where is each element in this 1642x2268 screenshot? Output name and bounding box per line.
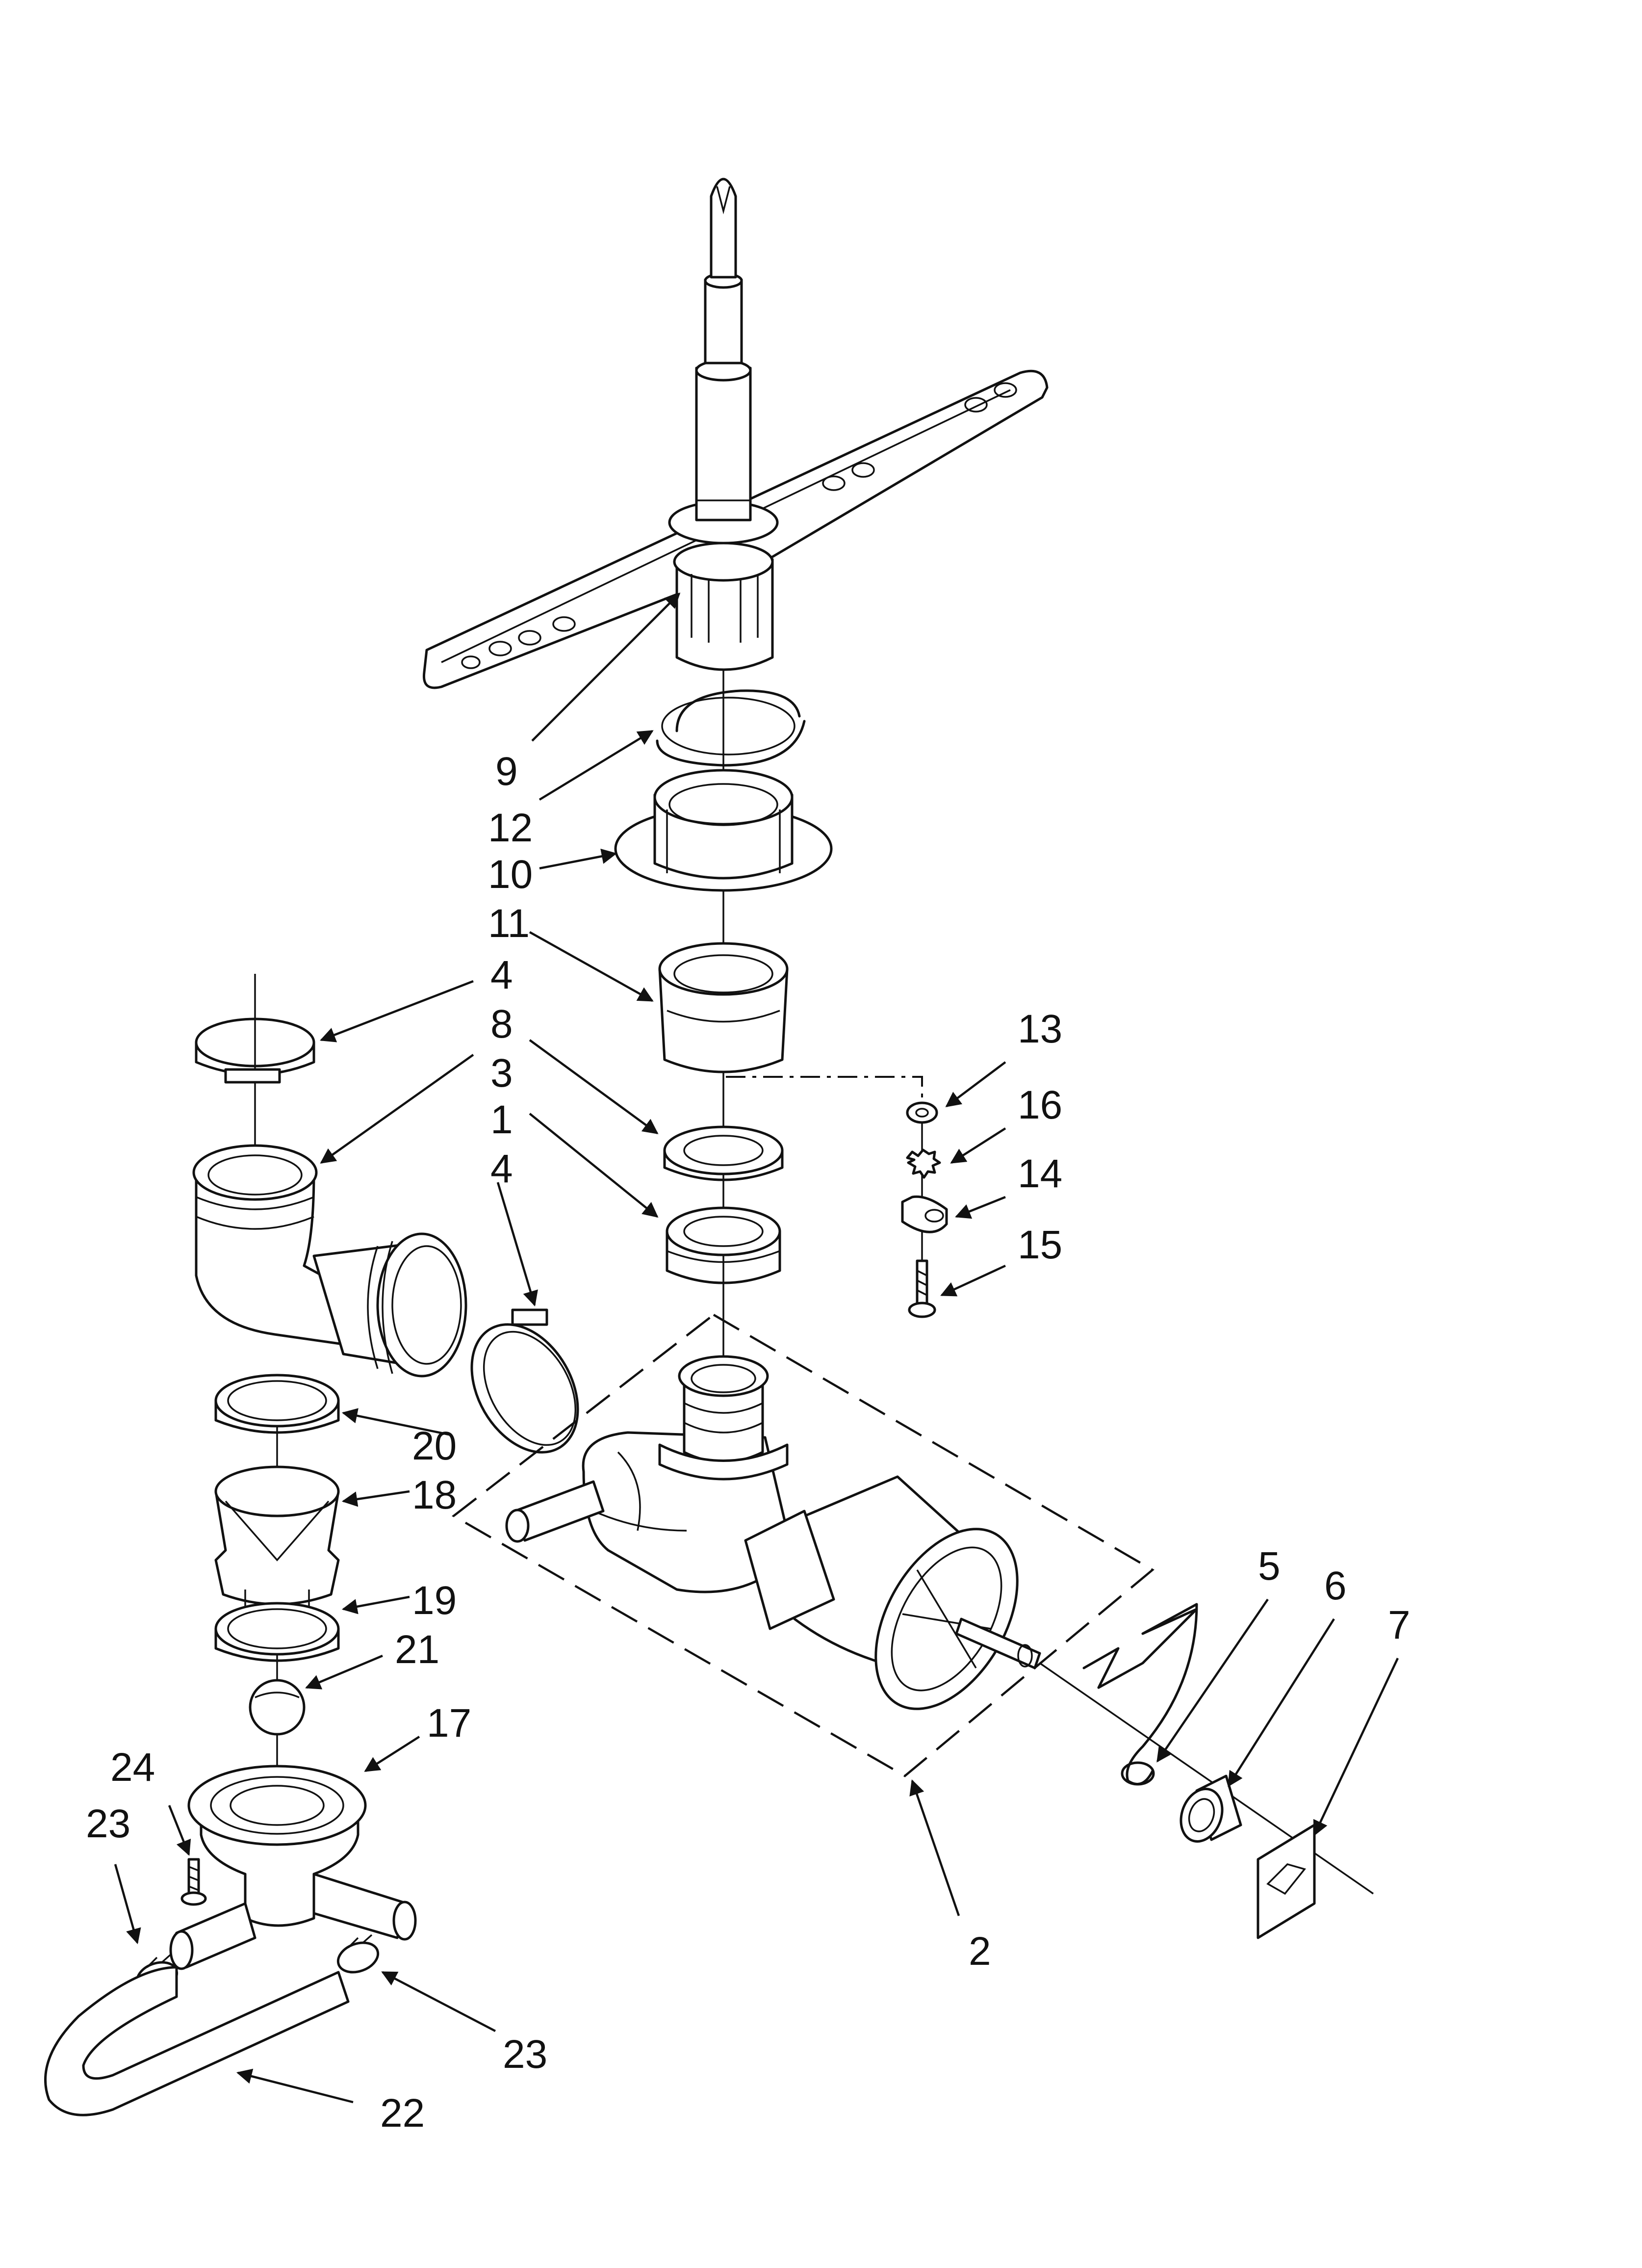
nut-13 — [906, 1101, 938, 1124]
callout-8: 8 — [490, 1002, 513, 1046]
callout-11: 11 — [488, 901, 530, 946]
callout-3: 3 — [490, 1051, 513, 1095]
callout-1: 1 — [490, 1097, 513, 1142]
check-ball — [249, 1679, 306, 1736]
hose-clamp-lower — [470, 1308, 579, 1454]
callout-22: 22 — [380, 2091, 425, 2136]
lock-washer-16 — [906, 1148, 941, 1179]
bearing-cup — [658, 942, 789, 1073]
callout-21: 21 — [395, 1627, 439, 1672]
filter-ring-lower — [214, 1602, 340, 1662]
callout-4-lower: 4 — [490, 1147, 513, 1191]
callout-18: 18 — [412, 1473, 457, 1517]
fastener-stack — [901, 1101, 948, 1318]
callout-16: 16 — [1018, 1083, 1062, 1127]
callout-23-right: 23 — [503, 2032, 547, 2077]
snap-ring — [656, 689, 806, 767]
callout-19: 19 — [412, 1578, 457, 1623]
callout-24: 24 — [110, 1745, 155, 1790]
hose-clamp-right — [336, 1934, 380, 1974]
seal — [663, 1125, 784, 1181]
callout-4-upper: 4 — [490, 953, 513, 997]
filter-cone — [214, 1465, 340, 1614]
mounting-nut — [614, 769, 833, 892]
callout-10: 10 — [488, 852, 533, 897]
grommet — [666, 1206, 781, 1284]
callout-23-left: 23 — [86, 1801, 130, 1846]
callout-13: 13 — [1018, 1007, 1062, 1051]
callout-15: 15 — [1018, 1223, 1062, 1267]
callout-7: 7 — [1388, 1603, 1411, 1647]
clamp-14 — [901, 1195, 948, 1233]
sump-housing — [169, 1765, 417, 1970]
pump-motor-assembly — [451, 1313, 1374, 1895]
callout-2: 2 — [969, 1929, 991, 1974]
callout-9: 9 — [495, 749, 518, 794]
callout-12: 12 — [488, 806, 533, 850]
fastener-reference-line — [726, 1076, 923, 1104]
end-plug — [1180, 1774, 1242, 1843]
gasket-plate — [1257, 1824, 1316, 1939]
drain-hose — [44, 1966, 350, 2116]
elbow-hose — [192, 1144, 467, 1378]
spring-clip — [1082, 1603, 1198, 1786]
callout-5: 5 — [1258, 1544, 1281, 1589]
callout-17: 17 — [427, 1701, 471, 1746]
callout-20: 20 — [412, 1424, 457, 1468]
callout-labels: 9 12 10 11 4 8 3 1 4 13 16 14 15 20 18 1… — [86, 749, 1411, 2136]
callout-6: 6 — [1324, 1564, 1347, 1608]
callout-14: 14 — [1018, 1151, 1062, 1196]
spray-arm-assembly — [422, 178, 1049, 1462]
leader-lines — [114, 592, 1399, 2104]
screw-24 — [180, 1858, 207, 1906]
